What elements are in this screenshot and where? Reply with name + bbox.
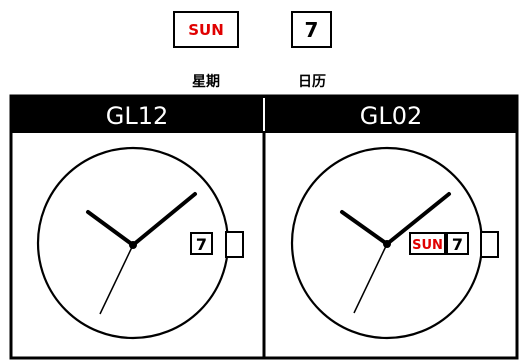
- day-legend-box: SUN: [173, 11, 239, 48]
- minute-hand: [131, 192, 197, 247]
- date-legend-caption: 日历: [298, 74, 326, 90]
- date-legend-box: 7: [291, 11, 332, 48]
- watch-gl12: 7: [36, 146, 244, 340]
- model-label-gl12: GL12: [106, 102, 169, 130]
- date-window: [446, 232, 469, 255]
- day-legend-text: SUN: [188, 20, 224, 39]
- date-window-text: 7: [196, 235, 207, 254]
- date-window-text: 7: [452, 235, 463, 254]
- center-pin: [129, 241, 137, 249]
- second-hand: [353, 243, 388, 314]
- model-label-gl02: GL02: [360, 102, 423, 130]
- crown: [225, 231, 244, 258]
- minute-hand: [385, 192, 451, 246]
- date-window: [190, 232, 213, 255]
- center-pin: [383, 240, 391, 248]
- date-legend-text: 7: [304, 17, 319, 42]
- hour-hand: [340, 210, 389, 246]
- day-window-text: SUN: [412, 238, 443, 253]
- crown: [480, 231, 499, 258]
- hour-hand: [86, 210, 135, 247]
- day-window: [409, 232, 446, 255]
- watch-gl02: SUN 7: [290, 146, 499, 340]
- second-hand: [99, 244, 134, 315]
- day-legend-caption: 星期: [192, 74, 220, 90]
